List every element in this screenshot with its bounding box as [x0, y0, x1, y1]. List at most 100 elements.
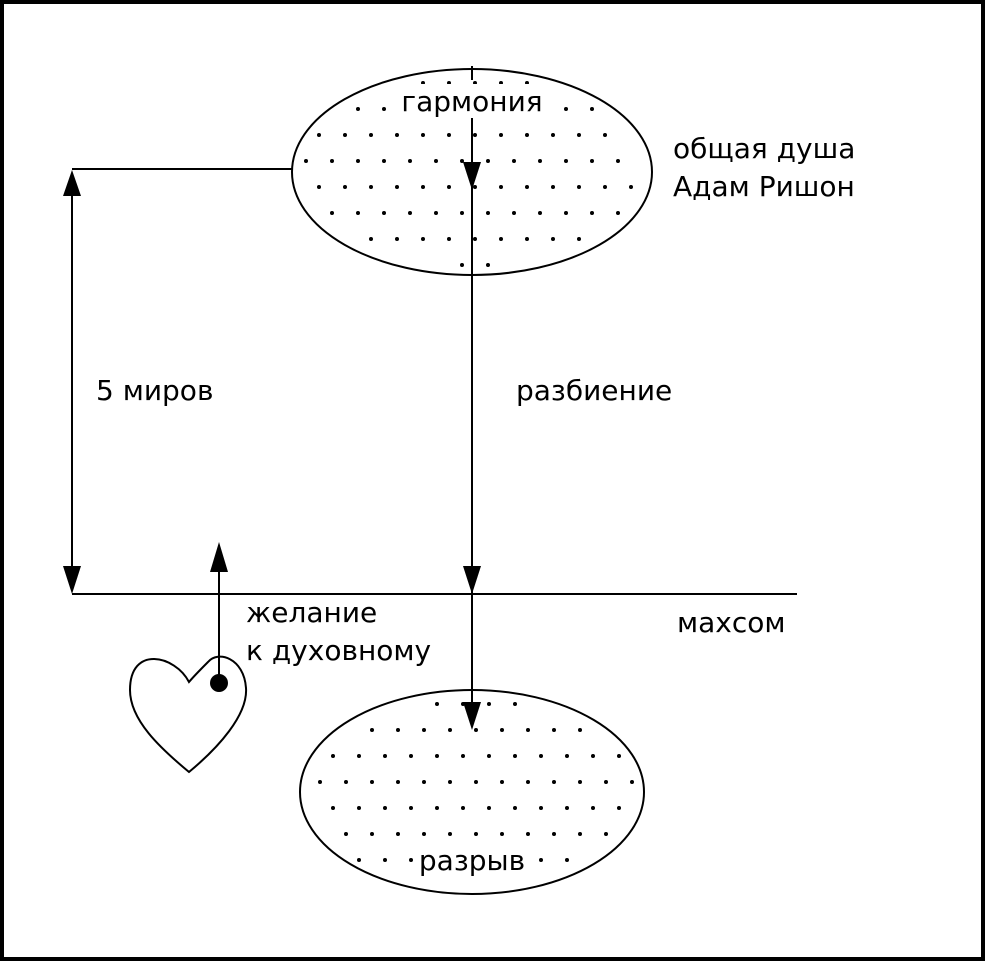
- stipple-dot: [383, 806, 387, 810]
- stipple-dot: [408, 211, 412, 215]
- stipple-dot: [318, 780, 322, 784]
- stipple-dot: [499, 133, 503, 137]
- stipple-dot: [409, 754, 413, 758]
- stipple-dot: [564, 159, 568, 163]
- stipple-dot: [330, 211, 334, 215]
- stipple-dot: [513, 702, 517, 706]
- stipple-dot: [474, 780, 478, 784]
- stipple-dot: [486, 263, 490, 267]
- stipple-dot: [487, 702, 491, 706]
- stipple-dot: [538, 211, 542, 215]
- harmony-label-bg: [398, 84, 548, 118]
- rupture-ellipse: [299, 689, 645, 895]
- stipple-dot: [499, 237, 503, 241]
- stipple-dot: [577, 237, 581, 241]
- five-worlds-arrow: [63, 170, 81, 594]
- stipple-dot: [591, 806, 595, 810]
- stipple-dot: [356, 211, 360, 215]
- stipple-dot: [395, 237, 399, 241]
- stipple-dot: [526, 832, 530, 836]
- stipple-dot: [434, 211, 438, 215]
- stipple-dot: [434, 159, 438, 163]
- stipple-dot: [486, 211, 490, 215]
- stipple-dot: [369, 133, 373, 137]
- stipple-dot: [512, 211, 516, 215]
- stipple-dot: [370, 832, 374, 836]
- stipple-dot: [382, 159, 386, 163]
- stipple-dot: [395, 185, 399, 189]
- stipple-dot: [565, 858, 569, 862]
- stipple-dot: [526, 728, 530, 732]
- stipple-dot: [460, 263, 464, 267]
- stipple-dot: [330, 159, 334, 163]
- rupture-label-bg: [418, 843, 528, 877]
- stipple-dot: [603, 185, 607, 189]
- stipple-dot: [525, 237, 529, 241]
- stipple-dot: [357, 806, 361, 810]
- stipple-dot: [551, 185, 555, 189]
- stipple-dot: [578, 728, 582, 732]
- stipple-dot: [421, 237, 425, 241]
- stipple-dot: [487, 806, 491, 810]
- stipple-dot: [409, 806, 413, 810]
- stipple-dot: [552, 780, 556, 784]
- stipple-dot: [539, 754, 543, 758]
- stipple-dot: [565, 754, 569, 758]
- stipple-dot: [408, 159, 412, 163]
- stipple-dot: [629, 185, 633, 189]
- stipple-dot: [525, 185, 529, 189]
- stipple-dot: [513, 806, 517, 810]
- stipple-dot: [552, 832, 556, 836]
- stipple-dot: [356, 159, 360, 163]
- stipple-dot: [551, 133, 555, 137]
- stipple-dot: [396, 780, 400, 784]
- stipple-dot: [357, 858, 361, 862]
- stipple-dot: [526, 780, 530, 784]
- stipple-dot: [590, 159, 594, 163]
- stipple-dot: [435, 806, 439, 810]
- stipple-dot: [539, 858, 543, 862]
- stipple-dot: [500, 728, 504, 732]
- stipple-dot: [317, 133, 321, 137]
- stipple-dot: [500, 832, 504, 836]
- stipple-dot: [525, 133, 529, 137]
- stipple-dot: [422, 832, 426, 836]
- stipple-dot: [500, 780, 504, 784]
- stipple-dot: [473, 237, 477, 241]
- stipple-dot: [578, 780, 582, 784]
- stipple-dot: [422, 780, 426, 784]
- stipple-dot: [460, 211, 464, 215]
- stipple-dot: [590, 211, 594, 215]
- five-worlds-label: 5 миров: [96, 374, 213, 407]
- desire-label-line2: к духовному: [246, 634, 431, 667]
- stipple-dot: [370, 728, 374, 732]
- stipple-dot: [552, 728, 556, 732]
- stipple-dot: [564, 211, 568, 215]
- common-soul-label-line2: Адам Ришон: [673, 170, 855, 203]
- stipple-dot: [539, 806, 543, 810]
- stipple-dot: [487, 754, 491, 758]
- stipple-dot: [577, 133, 581, 137]
- harmony-label: гармония: [401, 85, 542, 118]
- stipple-dot: [591, 754, 595, 758]
- stipple-dot: [473, 185, 477, 189]
- stipple-dot: [343, 185, 347, 189]
- stipple-dot: [369, 185, 373, 189]
- stipple-dot: [396, 832, 400, 836]
- stipple-dot: [344, 780, 348, 784]
- stipple-dot: [473, 133, 477, 137]
- stipple-dot: [565, 806, 569, 810]
- common-soul-label-line1: общая душа: [673, 132, 855, 165]
- stipple-dot: [474, 728, 478, 732]
- stipple-dot: [356, 107, 360, 111]
- stipple-dot: [630, 780, 634, 784]
- stipple-dot: [461, 806, 465, 810]
- desire-label-line1: желание: [246, 596, 377, 629]
- stipple-dot: [564, 107, 568, 111]
- stipple-dot: [551, 237, 555, 241]
- stipple-dot: [616, 159, 620, 163]
- stipple-dot: [383, 858, 387, 862]
- stipple-dot: [604, 832, 608, 836]
- stipple-dot: [331, 754, 335, 758]
- stipple-dot: [577, 185, 581, 189]
